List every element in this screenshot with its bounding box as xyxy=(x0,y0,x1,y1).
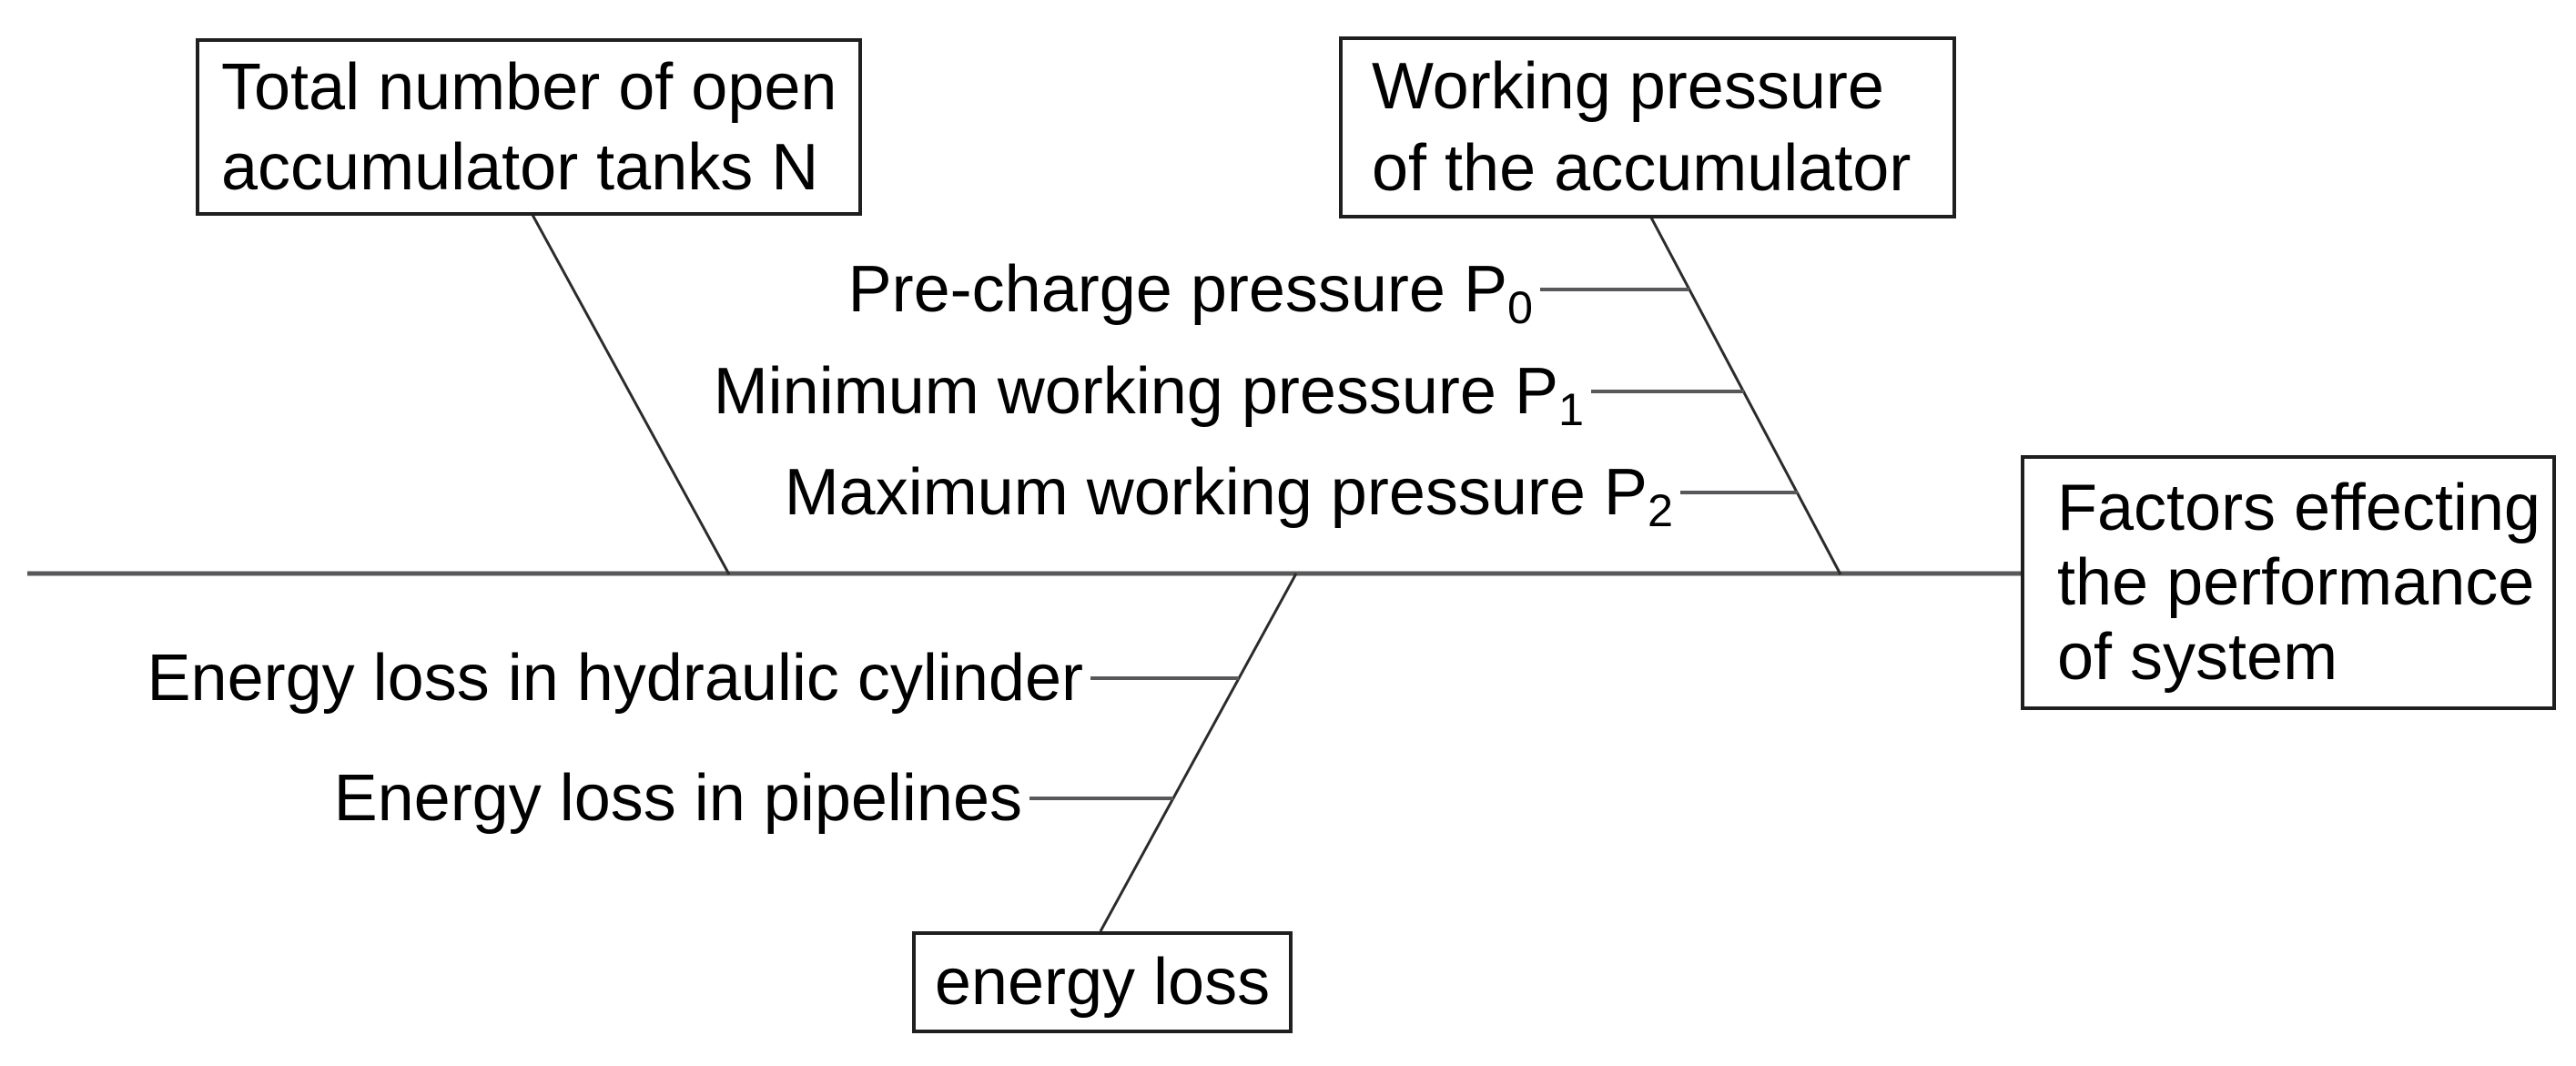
cause-box-tanks: Total number of open accumulator tanks N xyxy=(196,38,862,216)
branch-label-text: Maximum working pressure P xyxy=(784,456,1648,529)
cause-box-tanks-line-1: Total number of open xyxy=(221,50,837,124)
branch-label-minimum-working-pressure: Minimum working pressure P1 xyxy=(713,355,1584,436)
branch-label-subscript: 1 xyxy=(1557,383,1584,436)
branch-label-pre-charge-pressure: Pre-charge pressure P0 xyxy=(847,253,1533,334)
branch-label-maximum-working-pressure: Maximum working pressure P2 xyxy=(784,456,1673,537)
branch-label-text: Energy loss in hydraulic cylinder xyxy=(147,642,1083,715)
bone-energy xyxy=(1099,573,1298,932)
branch-label-text: Energy loss in pipelines xyxy=(333,762,1022,835)
cause-box-working-pressure-line-1: Working pressure xyxy=(1372,50,1884,123)
effect-box-line-3: of system xyxy=(2057,621,2338,694)
bone-pressure xyxy=(1649,217,1842,575)
branch-label-text: Pre-charge pressure P xyxy=(847,253,1507,326)
effect-box: Factors effecting the performance of sys… xyxy=(2021,455,2556,710)
cause-box-working-pressure: Working pressure of the accumulator xyxy=(1339,36,1956,218)
branch-label-subscript: 2 xyxy=(1647,484,1673,537)
bone-tanks xyxy=(531,214,731,575)
cause-box-energy-loss: energy loss xyxy=(912,931,1293,1033)
branch-label-energy-loss-pipelines: Energy loss in pipelines xyxy=(334,762,1022,835)
effect-box-line-1: Factors effecting xyxy=(2057,472,2541,544)
branch-label-text: Minimum working pressure P xyxy=(713,355,1558,428)
cause-box-working-pressure-line-2: of the accumulator xyxy=(1372,132,1912,205)
effect-box-line-2: the performance xyxy=(2057,546,2535,619)
branch-label-energy-loss-cylinder: Energy loss in hydraulic cylinder xyxy=(147,642,1083,715)
cause-box-energy-loss-label: energy loss xyxy=(934,946,1271,1019)
branch-label-subscript: 0 xyxy=(1506,281,1533,334)
cause-box-tanks-line-2: accumulator tanks N xyxy=(221,130,819,204)
